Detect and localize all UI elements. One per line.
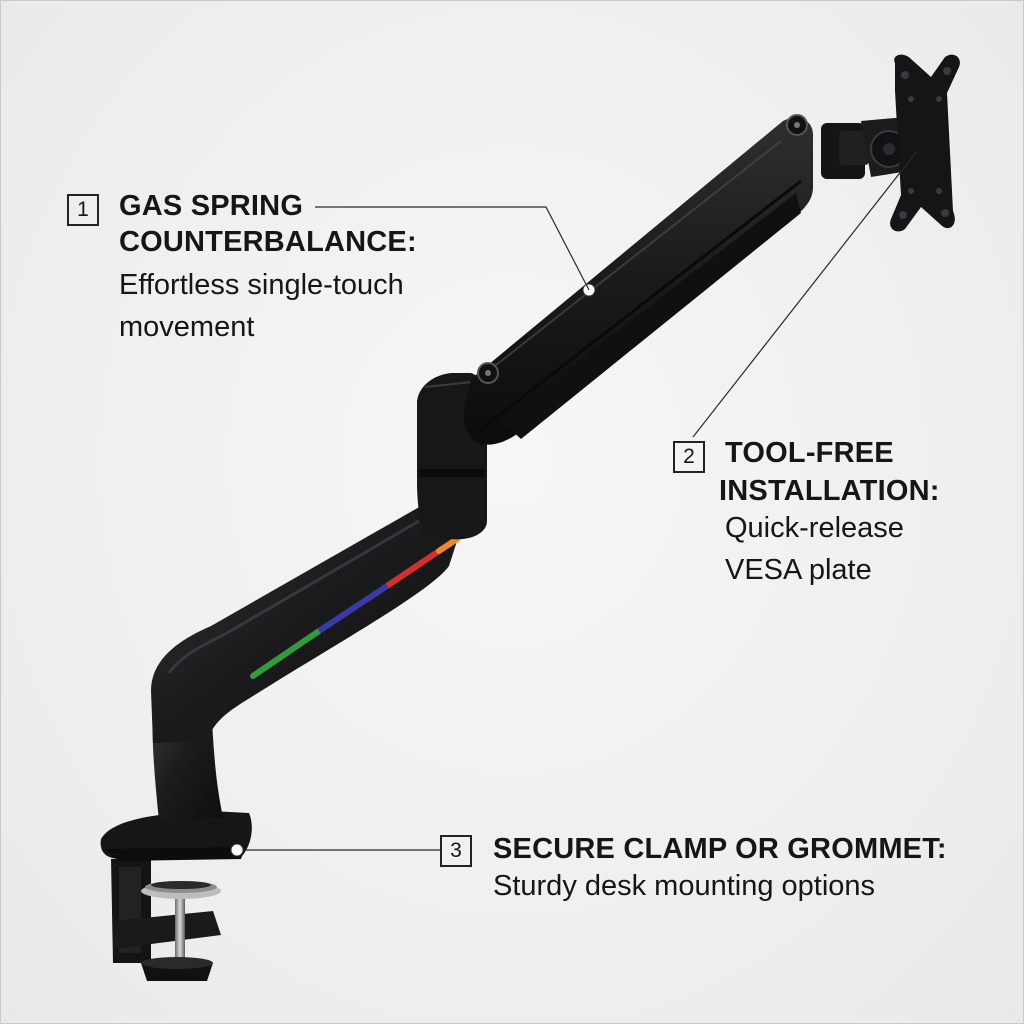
desk-clamp-icon [111, 859, 221, 981]
callout-description-line: movement [119, 311, 255, 343]
callout-title: COUNTERBALANCE: [119, 226, 417, 258]
callout-title: INSTALLATION: [719, 475, 940, 507]
callout-number-badge: 2 [673, 441, 705, 473]
callout-description-line: Quick-release [725, 512, 904, 544]
callout-description: Sturdy desk mounting options [493, 870, 876, 902]
callout-3-marker [230, 843, 244, 857]
callout-number-badge: 1 [67, 194, 99, 226]
callout-title: TOOL-FREE [725, 437, 894, 469]
callout-description: Effortless single-touch movement [119, 264, 479, 348]
vesa-plate-icon [890, 54, 960, 232]
callout-title: SECURE CLAMP OR GROMMET: [493, 833, 947, 865]
callout-2-leader [692, 150, 918, 438]
callout-1-leader [315, 206, 590, 291]
callout-description: Quick-release VESA plate [725, 507, 1023, 591]
callout-title: GAS SPRING [119, 190, 304, 222]
callout-number-badge: 3 [440, 835, 472, 867]
callout-description-line: Effortless single-touch [119, 269, 404, 301]
callout-description-line: VESA plate [725, 554, 872, 586]
